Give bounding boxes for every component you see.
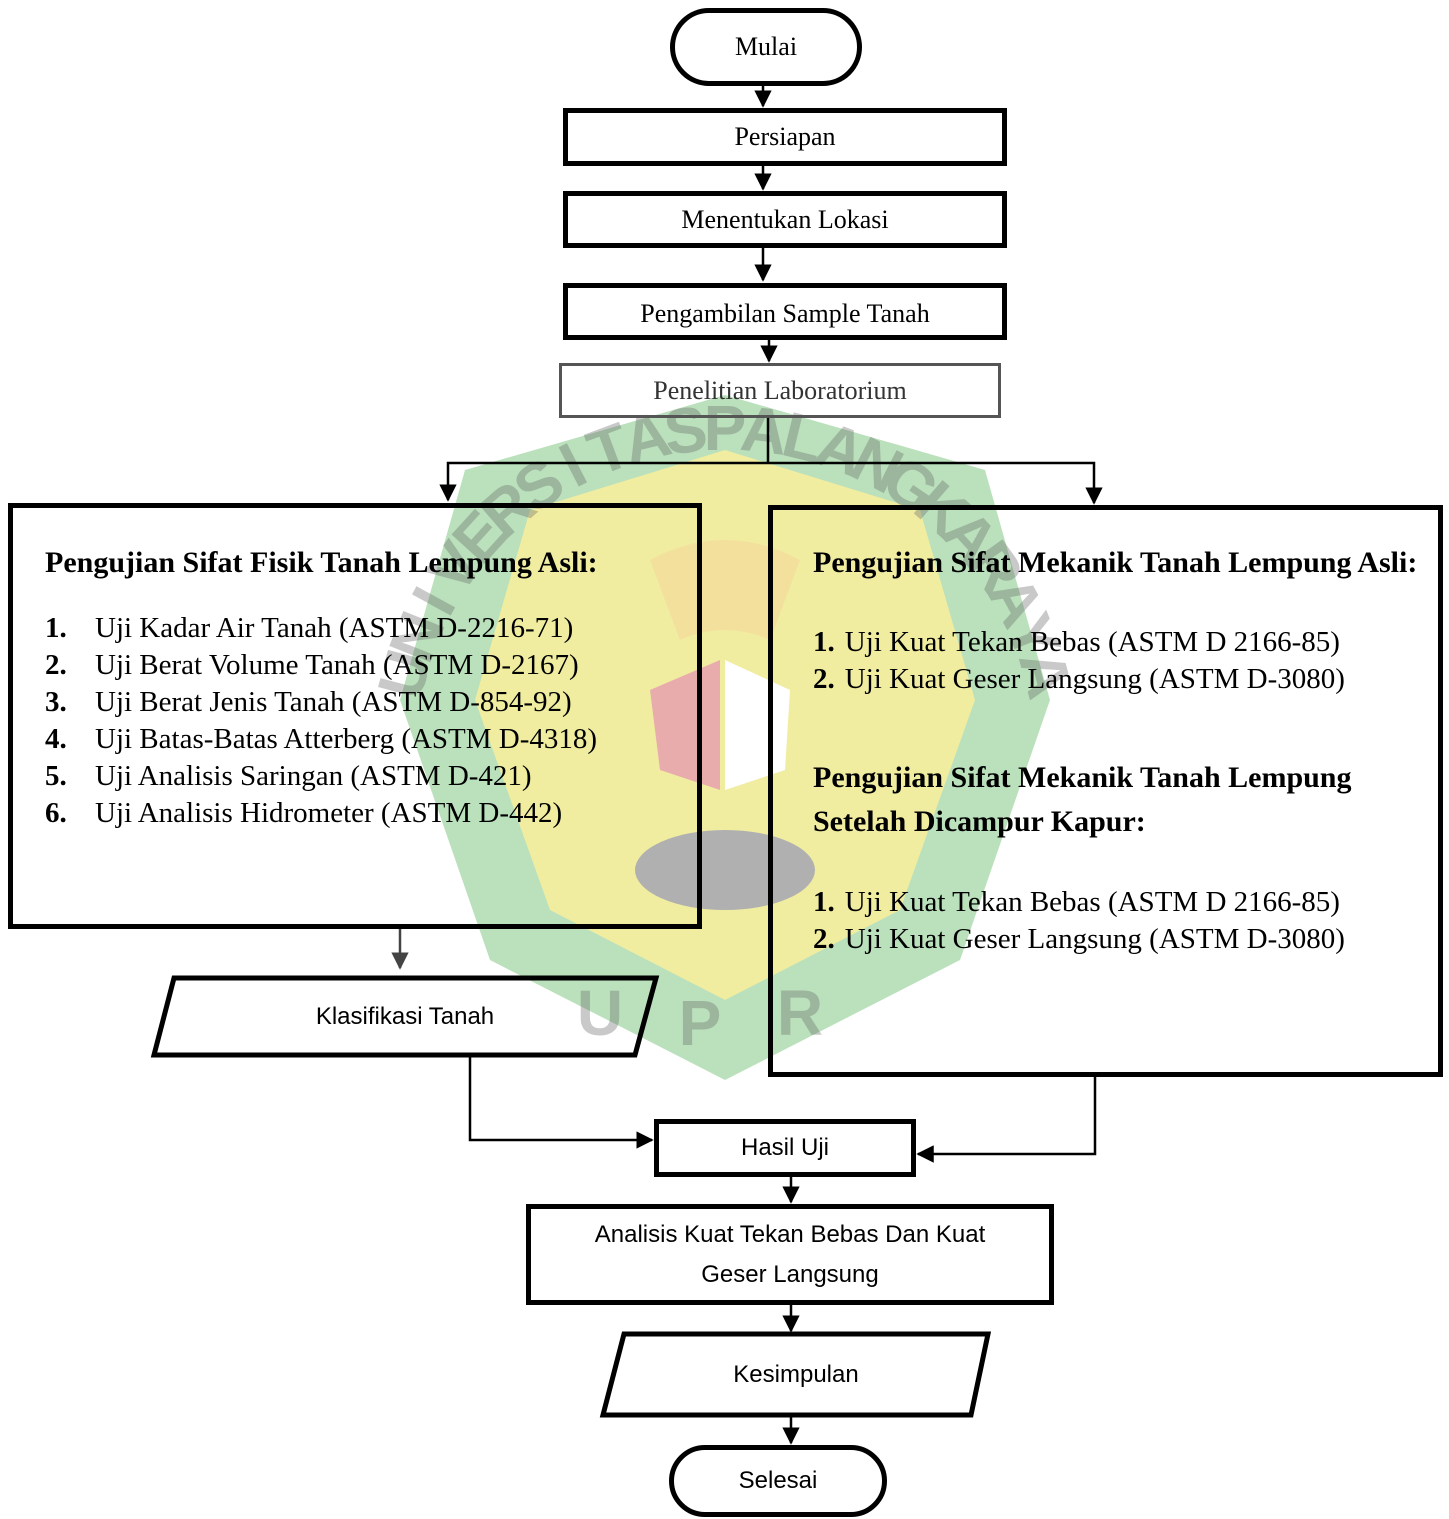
watermark-letter: S xyxy=(660,392,711,469)
list-item: 1. Uji Kadar Air Tanah (ASTM D-2216-71) xyxy=(45,610,697,647)
list-item: 5. Uji Analisis Saringan (ASTM D-421) xyxy=(45,758,697,795)
conclusion-parallelogram xyxy=(599,1331,992,1418)
classification-label: Klasifikasi Tanah xyxy=(315,1003,495,1030)
list-item: 1. Uji Kuat Tekan Bebas (ASTM D 2166-85) xyxy=(813,624,1418,661)
end-terminator: Selesai xyxy=(669,1445,887,1517)
item-text: Uji Berat Volume Tanah (ASTM D-2167) xyxy=(95,649,579,681)
conclusion-step: Kesimpulan xyxy=(615,1336,977,1414)
conclusion-label: Kesimpulan xyxy=(733,1361,859,1388)
watermark-shield xyxy=(400,395,1050,1080)
list-item: 2. Uji Berat Volume Tanah (ASTM D-2167) xyxy=(45,647,697,684)
end-label: Selesai xyxy=(738,1467,818,1495)
physical-tests-box: Pengujian Sifat Fisik Tanah Lempung Asli… xyxy=(8,503,702,929)
item-text: Uji Analisis Hidrometer (ASTM D-442) xyxy=(95,797,563,829)
start-label: Mulai xyxy=(734,32,798,62)
item-number: 2. xyxy=(813,923,835,955)
item-number: 1. xyxy=(45,612,67,644)
start-terminator: Mulai xyxy=(670,8,862,86)
lab-research-label: Penelitian Laboratorium xyxy=(653,375,907,405)
watermark-letter: U xyxy=(577,977,623,1049)
watermark-inner xyxy=(475,450,975,1000)
item-text: Uji Analisis Saringan (ASTM D-421) xyxy=(95,760,532,792)
item-number: 5. xyxy=(45,760,67,792)
arrow-classification-to-results xyxy=(468,1055,654,1149)
mechanical-original-list: 1.Uji Kuat Tekan Bebas (ASTM D 2166-85) … xyxy=(813,624,1418,698)
analysis-label: Analisis Kuat Tekan Bebas Dan Kuat Geser… xyxy=(594,1220,986,1288)
item-text: Uji Kuat Tekan Bebas (ASTM D 2166-85) xyxy=(844,626,1340,658)
arrow-lab-to-mechanical xyxy=(768,461,1103,505)
lab-research-step: Penelitian Laboratorium xyxy=(559,363,1001,418)
item-text: Uji Kuat Tekan Bebas (ASTM D 2166-85) xyxy=(844,886,1340,918)
item-number: 6. xyxy=(45,797,67,829)
mechanical-lime-list: 1.Uji Kuat Tekan Bebas (ASTM D 2166-85) … xyxy=(813,884,1418,958)
item-number: 2. xyxy=(813,663,835,695)
watermark-letter: A xyxy=(737,392,791,469)
results-label: Hasil Uji xyxy=(740,1134,829,1162)
item-number: 3. xyxy=(45,686,67,718)
item-number: 1. xyxy=(813,626,835,658)
list-item: 6. Uji Analisis Hidrometer (ASTM D-442) xyxy=(45,795,697,832)
list-item: 2. Uji Kuat Geser Langsung (ASTM D-3080) xyxy=(813,661,1418,698)
item-number: 1. xyxy=(813,886,835,918)
sampling-label: Pengambilan Sample Tanah xyxy=(640,299,930,329)
watermark-letter: R xyxy=(777,977,823,1049)
list-item: 4. Uji Batas-Batas Atterberg (ASTM D-4318… xyxy=(45,721,697,758)
item-number: 2. xyxy=(45,649,67,681)
item-number: 4. xyxy=(45,723,67,755)
analysis-step: Analisis Kuat Tekan Bebas Dan Kuat Geser… xyxy=(526,1204,1054,1305)
location-label: Menentukan Lokasi xyxy=(681,204,889,234)
classification-step: Klasifikasi Tanah xyxy=(170,980,640,1054)
mechanical-original-heading: Pengujian Sifat Mekanik Tanah Lempung As… xyxy=(813,546,1418,579)
preparation-step: Persiapan xyxy=(563,108,1007,166)
watermark-letter: P xyxy=(679,987,722,1059)
physical-tests-list: 1. Uji Kadar Air Tanah (ASTM D-2216-71) 2… xyxy=(45,610,697,832)
watermark-bird xyxy=(650,540,800,640)
watermark-white-shield xyxy=(725,660,790,790)
mechanical-lime-heading: Pengujian Sifat Mekanik Tanah Lempung Se… xyxy=(813,761,1352,838)
classification-parallelogram xyxy=(150,975,660,1058)
item-text: Uji Kuat Geser Langsung (ASTM D-3080) xyxy=(844,923,1345,955)
arrow-lab-to-physical xyxy=(439,461,768,502)
arrow-mechanical-to-results xyxy=(916,1076,1097,1163)
list-item: 3. Uji Berat Jenis Tanah (ASTM D-854-92) xyxy=(45,684,697,721)
list-item: 2. Uji Kuat Geser Langsung (ASTM D-3080) xyxy=(813,921,1418,958)
location-step: Menentukan Lokasi xyxy=(563,191,1007,248)
watermark-letter: P xyxy=(704,392,747,464)
item-text: Uji Berat Jenis Tanah (ASTM D-854-92) xyxy=(95,686,572,718)
item-text: Uji Kadar Air Tanah (ASTM D-2216-71) xyxy=(95,612,574,644)
mechanical-tests-box: Pengujian Sifat Mekanik Tanah Lempung As… xyxy=(768,505,1443,1077)
watermark-red-shield xyxy=(650,660,720,790)
physical-tests-heading: Pengujian Sifat Fisik Tanah Lempung Asli… xyxy=(45,546,598,579)
item-text: Uji Batas-Batas Atterberg (ASTM D-4318) xyxy=(95,723,598,755)
preparation-label: Persiapan xyxy=(734,122,836,152)
list-item: 1. Uji Kuat Tekan Bebas (ASTM D 2166-85) xyxy=(813,884,1418,921)
item-text: Uji Kuat Geser Langsung (ASTM D-3080) xyxy=(844,663,1345,695)
results-step: Hasil Uji xyxy=(654,1119,916,1177)
sampling-step: Pengambilan Sample Tanah xyxy=(563,283,1007,340)
